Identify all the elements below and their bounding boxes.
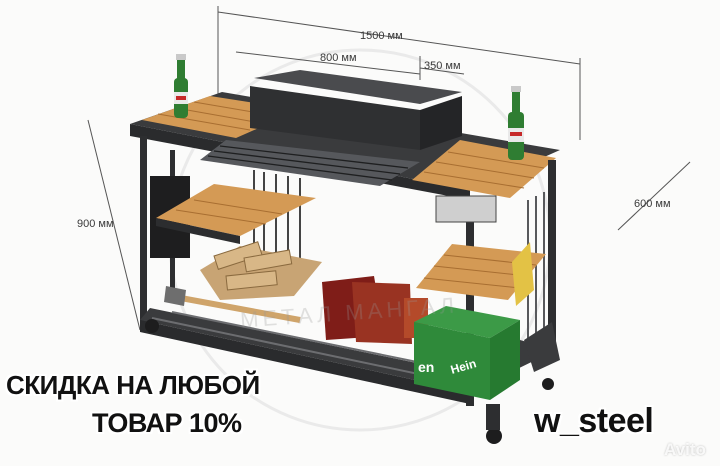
hanging-tag (512, 242, 534, 306)
leg-front-left (140, 136, 147, 326)
bottle-icon (174, 54, 188, 118)
dim-side-offset: 350 мм (424, 60, 461, 72)
firewood-stack (200, 241, 322, 300)
axe (164, 286, 301, 323)
svg-text:en: en (418, 359, 434, 375)
lower-right-wood-shelf (416, 244, 546, 300)
svg-text:Hein: Hein (449, 356, 478, 377)
bottle-icon (508, 86, 524, 160)
leg-front-right (466, 196, 474, 406)
avito-mark: Avito (664, 440, 706, 459)
beer-crate: en Hein (414, 306, 520, 400)
brand-name: w_steel (534, 402, 654, 440)
wheels (145, 319, 554, 444)
dim-height: 900 мм (77, 218, 114, 230)
dim-width-total: 1500 мм (360, 30, 403, 42)
dim-depth: 600 мм (634, 198, 671, 210)
ash-pan (524, 322, 560, 372)
dim-grill-width: 800 мм (320, 52, 357, 64)
middle-wood-shelf (156, 184, 316, 236)
grill-box (250, 86, 420, 150)
promo-line-2: ТОВАР 10% (92, 408, 242, 438)
promo-line-1: СКИДКА НА ЛЮБОЙ (6, 370, 260, 400)
